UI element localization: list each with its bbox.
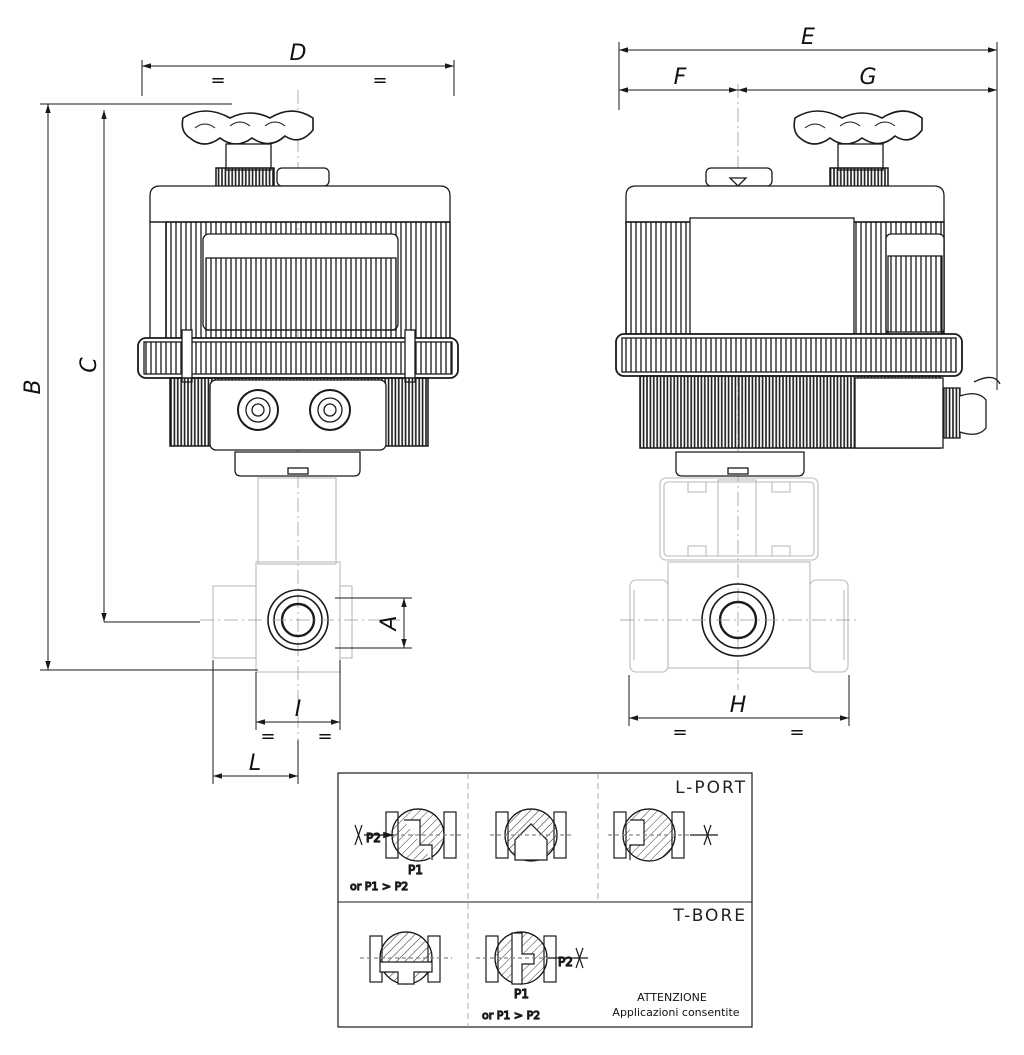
valve-port-side [620, 583, 860, 657]
dim-E: E [801, 25, 815, 50]
dimension-lines-right [618, 42, 998, 726]
dimension-labels-left: D = = B C A I = = L [21, 41, 402, 776]
p2-label-1: P2 [366, 831, 381, 845]
dim-I-equal-right: = [317, 726, 332, 747]
or-p1-gt-p2-2: or P1 > P2 [482, 1009, 540, 1022]
dimension-labels-right: E F G H = = [672, 25, 876, 743]
dim-I: I [295, 697, 302, 722]
or-p1-gt-p2-1: or P1 > P2 [350, 880, 408, 893]
valve-body-front [212, 477, 353, 673]
dim-D: D [290, 41, 307, 66]
dim-B: B [21, 379, 46, 394]
bracket-side [629, 477, 849, 673]
allowed-applications-text: Applicazioni consentite [612, 1006, 739, 1019]
t-bore-title: T-BORE [672, 906, 747, 926]
dim-C: C [77, 357, 102, 373]
dim-D-equal-right: = [372, 70, 387, 91]
dim-A: A [377, 615, 402, 632]
dimension-lines-left [40, 60, 455, 784]
dim-H-equal-left: = [672, 722, 687, 743]
t-bore-symbol-2: P2 P1 or P1 > P2 [476, 931, 588, 1023]
dim-H-equal-right: = [789, 722, 804, 743]
front-view [137, 90, 459, 740]
p1-label-1: P1 [408, 863, 423, 877]
dim-L: L [249, 751, 261, 776]
dim-H: H [730, 693, 747, 718]
l-port-title: L-PORT [675, 778, 747, 798]
dim-I-equal-left: = [260, 726, 275, 747]
handwheel-side [793, 110, 923, 189]
side-view [615, 84, 1001, 690]
dim-F: F [674, 65, 687, 90]
dim-G: G [859, 65, 876, 90]
attention-text: ATTENZIONE [637, 991, 707, 1004]
valve-port-front [200, 589, 400, 651]
l-port-symbol-2 [490, 808, 572, 862]
dim-D-equal-left: = [210, 70, 225, 91]
l-port-symbol-1: P2 P1 or P1 > P2 [349, 808, 462, 894]
p2-label-2: P2 [558, 955, 573, 969]
flow-legend-box: L-PORT T-BORE P2 P1 or P1 > P2 [337, 772, 753, 1028]
t-bore-symbol-1 [360, 931, 452, 985]
handwheel-front [181, 110, 330, 189]
p1-label-2: P1 [514, 987, 529, 1001]
l-port-symbol-3 [608, 808, 718, 862]
